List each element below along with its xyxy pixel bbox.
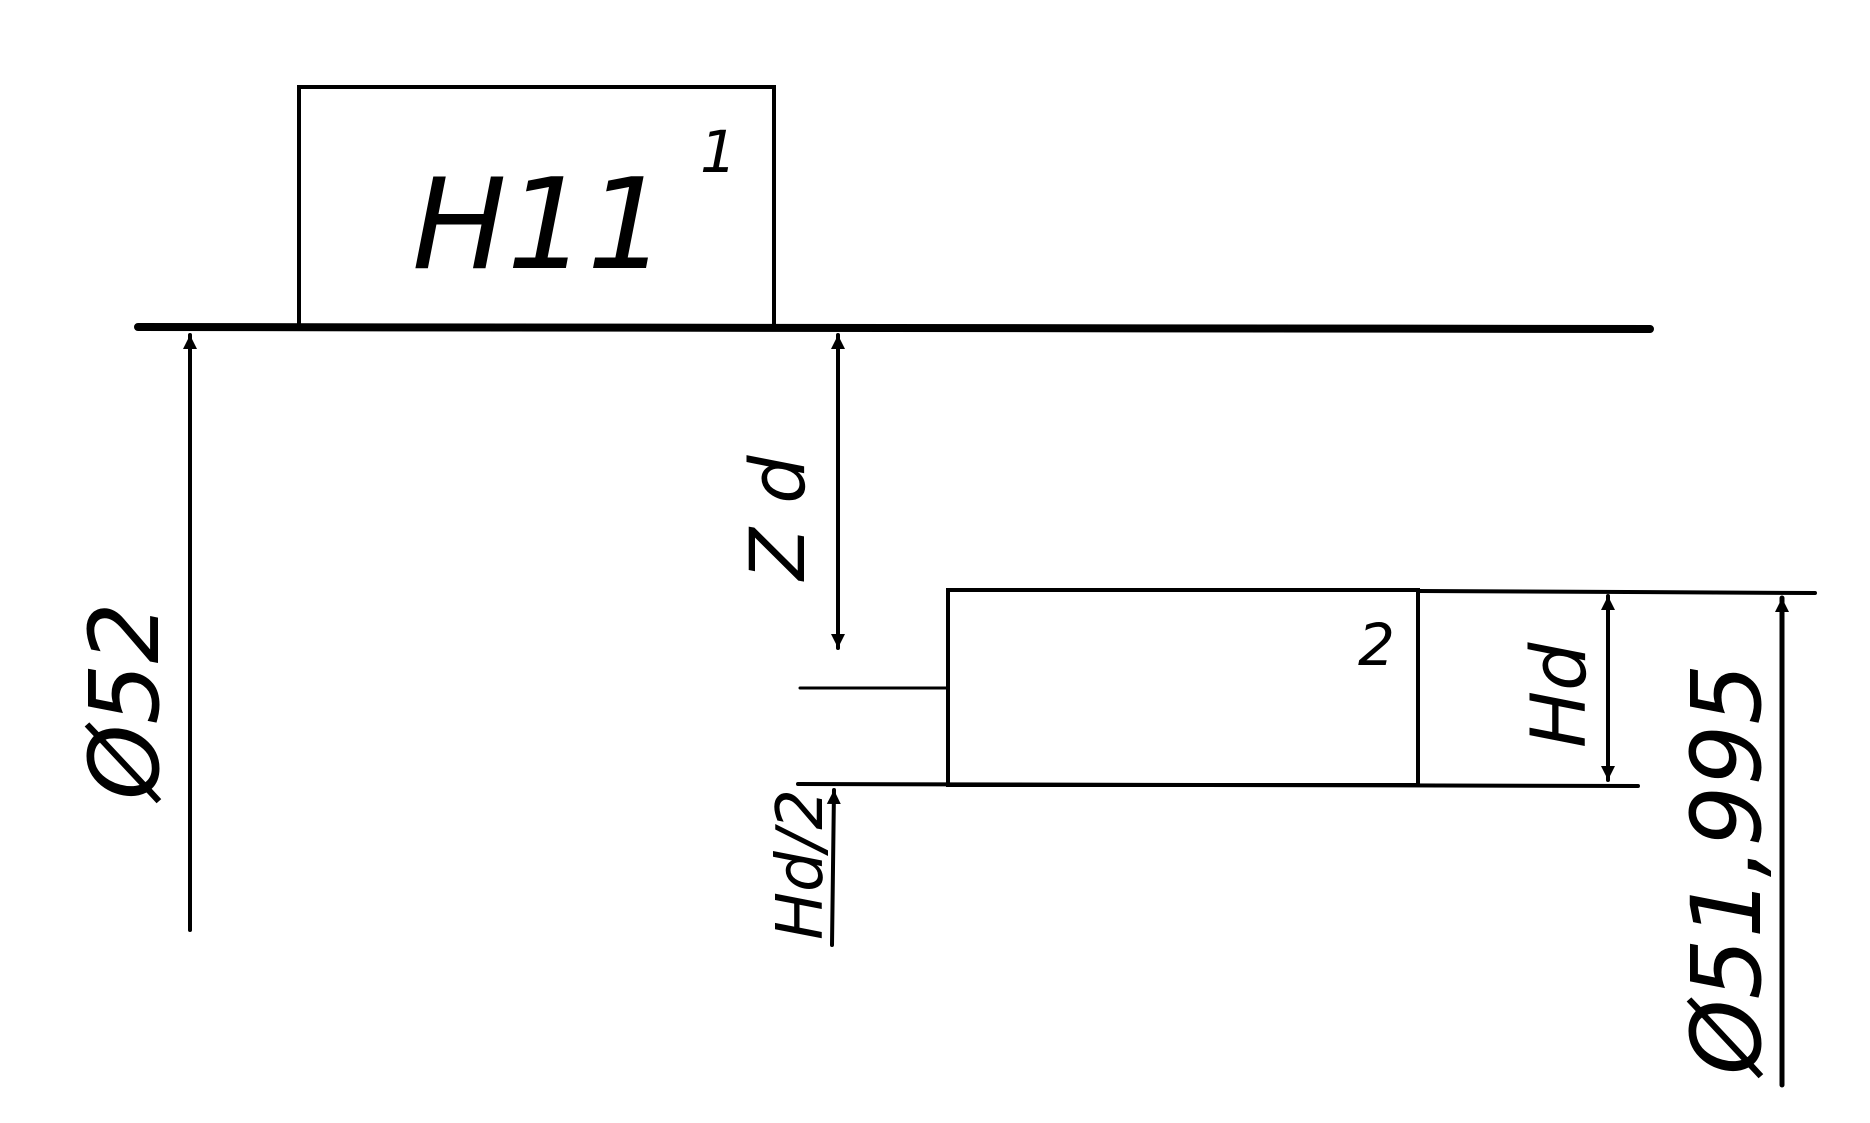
diameter-label-51995: Ø51,995	[1671, 664, 1783, 1079]
tolerance-width-label: Hd	[1514, 642, 1603, 748]
half-tolerance-dimension-line	[826, 788, 841, 947]
diameter-label-52: Ø52	[69, 602, 181, 804]
tolerance-label-h11: H11	[412, 151, 667, 298]
tolerance-field-1	[297, 85, 776, 329]
field-number-1: 1	[700, 118, 737, 186]
tolerance-field-2	[946, 588, 1420, 787]
half-tolerance-label: Hd/2	[764, 789, 838, 940]
field-number-2: 2	[1358, 611, 1395, 679]
upper-extension-line	[1416, 589, 1817, 595]
allowance-label: Z d	[733, 455, 822, 582]
